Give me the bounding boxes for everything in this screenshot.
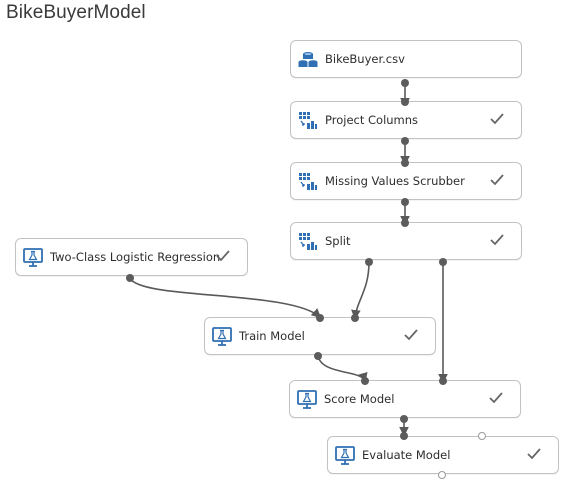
input-port[interactable]: [401, 219, 409, 227]
table-transform-icon: [298, 172, 318, 192]
model-flask-icon: [23, 248, 43, 268]
output-port[interactable]: [126, 274, 134, 282]
check-icon: [489, 111, 505, 127]
output-port[interactable]: [401, 79, 409, 87]
edge-train-to-score[interactable]: [317, 355, 368, 383]
edge-split-to-train[interactable]: [351, 261, 370, 320]
input-port-1[interactable]: [400, 432, 408, 440]
model-flask-icon: [335, 446, 355, 466]
module-label: Evaluate Model: [362, 448, 451, 462]
check-icon: [526, 446, 542, 462]
model-flask-icon: [212, 327, 232, 347]
input-port-2[interactable]: [478, 432, 486, 440]
module-label: Project Columns: [325, 113, 419, 127]
module-label: Score Model: [324, 392, 395, 406]
input-port-2[interactable]: [351, 314, 359, 322]
check-icon: [488, 390, 504, 406]
experiment-title: BikeBuyerModel: [6, 2, 146, 23]
module-label: BikeBuyer.csv: [325, 52, 405, 66]
module-label: Missing Values Scrubber: [325, 174, 465, 188]
module-label: Two-Class Logistic Regression: [50, 250, 221, 264]
module-split[interactable]: Split: [290, 222, 522, 260]
input-port[interactable]: [401, 98, 409, 106]
output-port-2[interactable]: [439, 258, 447, 266]
module-label: Split: [325, 234, 351, 248]
table-transform-icon: [298, 232, 318, 252]
module-missing-values-scrubber[interactable]: Missing Values Scrubber: [290, 162, 522, 200]
check-icon: [215, 248, 231, 264]
check-icon: [489, 172, 505, 188]
output-port-1[interactable]: [365, 258, 373, 266]
edge-regression-to-train[interactable]: [129, 277, 322, 319]
module-bikebuyer-csv[interactable]: BikeBuyer.csv: [290, 40, 522, 78]
output-port[interactable]: [401, 198, 409, 206]
module-two-class-logistic-regression[interactable]: Two-Class Logistic Regression: [15, 238, 248, 276]
input-port[interactable]: [401, 159, 409, 167]
module-train-model[interactable]: Train Model: [204, 317, 436, 355]
check-icon: [489, 232, 505, 248]
output-port[interactable]: [438, 471, 446, 479]
output-port[interactable]: [400, 415, 408, 423]
module-project-columns[interactable]: Project Columns: [290, 101, 522, 139]
model-flask-icon: [297, 390, 317, 410]
input-port-2[interactable]: [439, 377, 447, 385]
input-port-1[interactable]: [316, 314, 324, 322]
module-label: Train Model: [239, 329, 305, 343]
module-evaluate-model[interactable]: Evaluate Model: [327, 436, 559, 474]
input-port-1[interactable]: [361, 377, 369, 385]
table-transform-icon: [298, 111, 318, 131]
dataset-icon: [298, 50, 318, 70]
output-port[interactable]: [314, 352, 322, 360]
module-score-model[interactable]: Score Model: [289, 380, 521, 418]
output-port[interactable]: [401, 137, 409, 145]
check-icon: [403, 327, 419, 343]
